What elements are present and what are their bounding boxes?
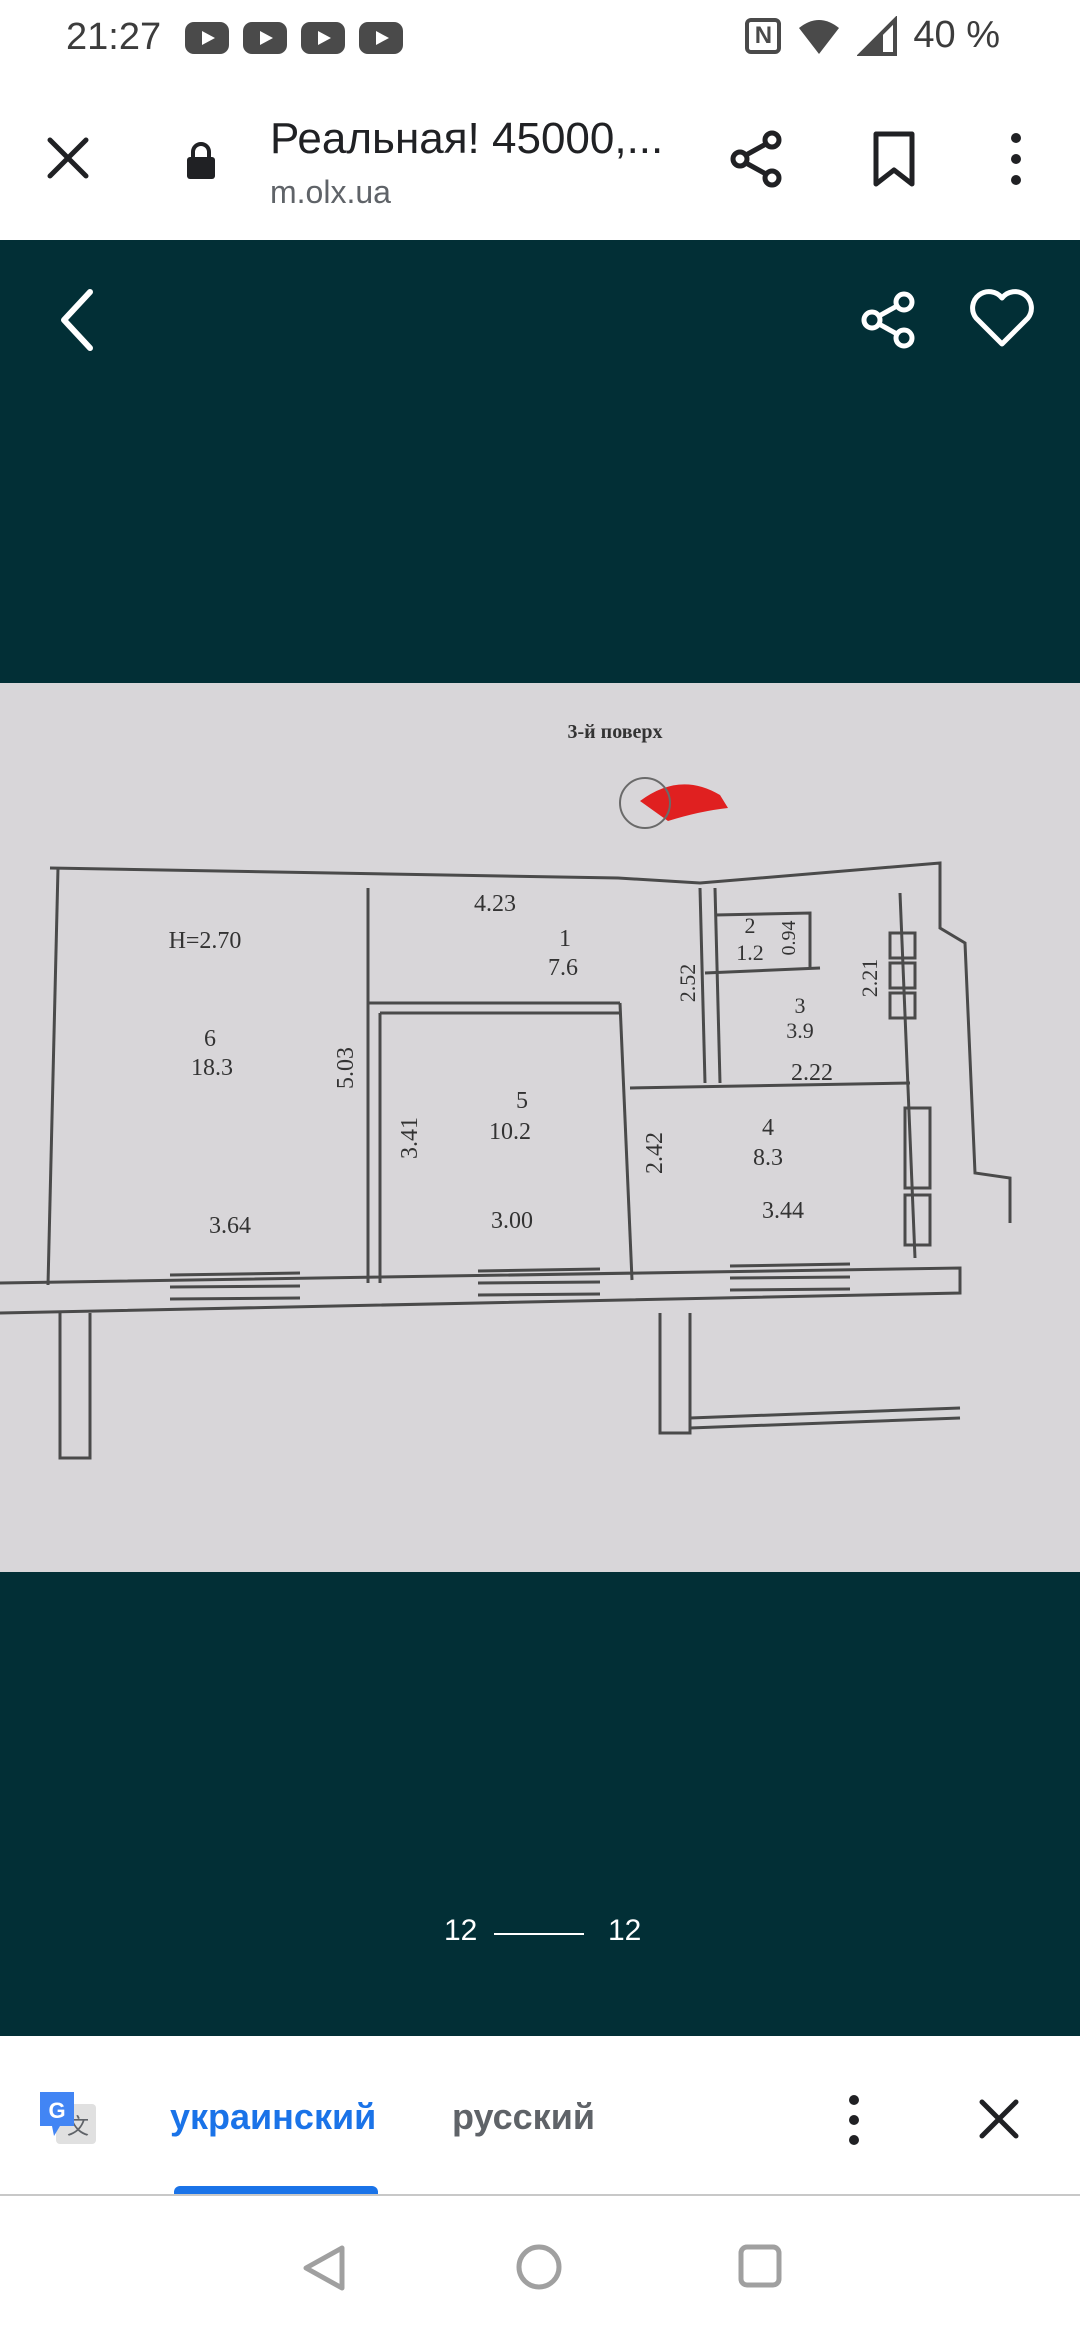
room-area: 1.2 — [736, 940, 764, 965]
close-icon[interactable] — [974, 2094, 1024, 2144]
room-area: 10.2 — [489, 1119, 531, 1145]
favorite-heart-icon[interactable] — [968, 284, 1036, 352]
svg-text:G: G — [48, 2098, 65, 2123]
share-icon[interactable] — [856, 288, 920, 352]
nav-home-icon[interactable] — [514, 2242, 564, 2292]
dimension-label: 4.23 — [474, 891, 516, 917]
photo-viewer: 3-й поверх H=2.70 1 7.6 2 1.2 3 3.9 4 8.… — [0, 240, 1080, 2036]
page-url[interactable]: m.olx.ua — [270, 174, 391, 210]
dimension-label: 3.00 — [491, 1208, 533, 1234]
signal-icon — [857, 15, 898, 56]
floor-plan-drawing: 3-й поверх H=2.70 1 7.6 2 1.2 3 3.9 4 8.… — [0, 721, 1012, 1460]
dimension-label: 3.44 — [762, 1198, 804, 1224]
nav-back-icon[interactable] — [300, 2242, 348, 2294]
room-number: 2 — [745, 913, 756, 938]
selected-tab-indicator — [174, 2186, 378, 2196]
dimension-label: 3.41 — [397, 1117, 423, 1159]
divider — [0, 2194, 1080, 2196]
tab-target-language[interactable]: русский — [452, 2096, 595, 2137]
google-translate-icon[interactable]: 文 G — [36, 2086, 100, 2150]
nav-recents-icon[interactable] — [736, 2242, 784, 2290]
pager-total: 12 — [608, 1914, 642, 1947]
back-arrow-icon[interactable] — [52, 284, 102, 356]
bookmark-icon[interactable] — [866, 128, 922, 190]
room-number: 5 — [516, 1088, 528, 1114]
dimension-label: 5.03 — [333, 1047, 359, 1089]
share-icon[interactable] — [726, 128, 788, 190]
youtube-icon — [243, 22, 287, 54]
dimension-label: 2.52 — [675, 964, 700, 1003]
floor-heading: 3-й поверх — [567, 721, 662, 743]
dimension-label: 3.64 — [209, 1213, 251, 1239]
room-area: 3.9 — [786, 1018, 814, 1043]
close-icon[interactable] — [38, 128, 98, 188]
youtube-icon — [185, 22, 229, 54]
translate-bar: 文 G украинский русский — [0, 2036, 1080, 2196]
dimension-label: 2.42 — [642, 1132, 668, 1174]
image-pager: 12 12 — [0, 1914, 1080, 1954]
browser-toolbar: Реальная! 45000,... m.olx.ua — [0, 78, 1080, 240]
more-vert-icon[interactable] — [1000, 128, 1032, 190]
dimension-label: 0.94 — [778, 921, 800, 956]
youtube-icon — [301, 22, 345, 54]
battery-level: 40 % — [913, 14, 1000, 56]
room-number: 4 — [762, 1115, 774, 1141]
lock-icon[interactable] — [184, 140, 218, 180]
nfc-icon: N — [745, 17, 782, 54]
floor-plan-image[interactable]: 3-й поверх H=2.70 1 7.6 2 1.2 3 3.9 4 8.… — [0, 683, 1080, 1572]
pager-current: 12 — [444, 1914, 478, 1947]
tab-source-language[interactable]: украинский — [170, 2096, 377, 2137]
dimension-label: 2.21 — [857, 959, 882, 998]
room-area: 7.6 — [548, 955, 578, 981]
system-navigation-bar — [0, 2196, 1080, 2340]
notification-icons — [185, 22, 403, 54]
ceiling-height-label: H=2.70 — [169, 928, 242, 954]
status-bar: 21:27 N 40 % — [0, 0, 1080, 78]
room-number: 3 — [795, 993, 806, 1018]
room-area: 18.3 — [191, 1055, 233, 1081]
room-number: 6 — [204, 1026, 216, 1052]
pager-divider — [494, 1933, 584, 1935]
dimension-label: 2.22 — [791, 1060, 833, 1086]
wifi-icon — [799, 19, 840, 54]
youtube-icon — [359, 22, 403, 54]
room-number: 1 — [559, 926, 571, 952]
status-time: 21:27 — [66, 16, 162, 58]
more-vert-icon[interactable] — [842, 2090, 866, 2150]
status-indicators: N 40 % — [745, 14, 1000, 57]
page-title[interactable]: Реальная! 45000,... — [270, 114, 664, 163]
room-area: 8.3 — [753, 1145, 783, 1171]
